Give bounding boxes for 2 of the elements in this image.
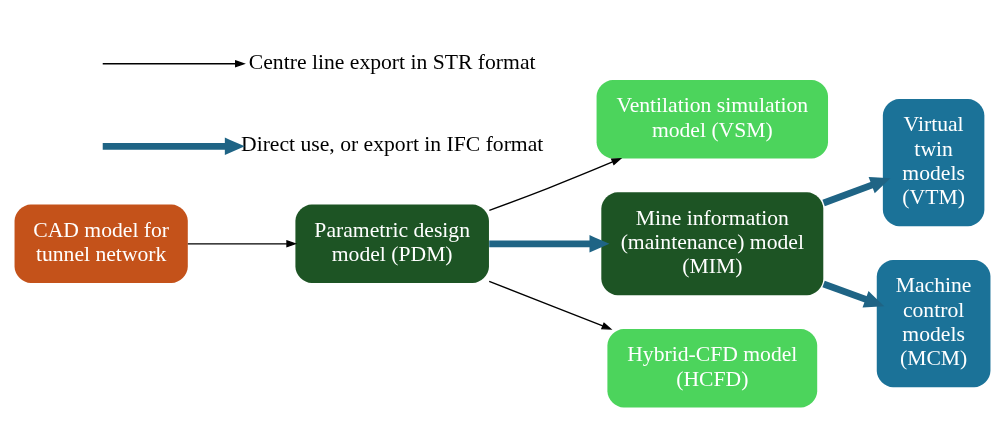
legend-label: Centre line export in STR format [248, 49, 536, 74]
legend-label: Direct use, or export in IFC format [241, 131, 544, 156]
